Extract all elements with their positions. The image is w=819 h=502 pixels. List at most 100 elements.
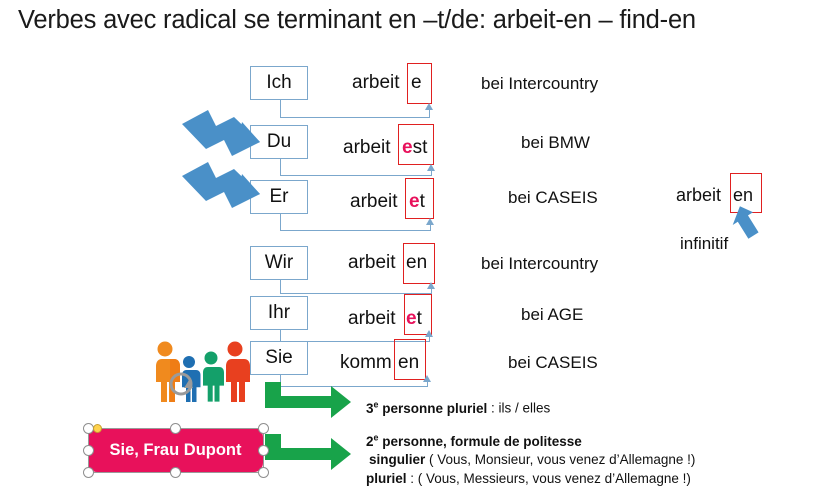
resize-handle-bottom-center[interactable] — [170, 466, 181, 478]
ending-highlight: e — [406, 308, 417, 329]
verb-stem-row2: arbeit — [343, 137, 391, 158]
note-2-exponent: e — [373, 432, 379, 442]
note-singulier: singulier ( Vous, Monsieur, vous venez d… — [369, 453, 695, 467]
connector-row3-arrow — [426, 218, 434, 225]
connector-row5-h — [280, 341, 430, 343]
blue-bent-arrow-icon-bottom — [182, 162, 260, 208]
note-3-exponent: e — [373, 399, 379, 409]
connector-row3-v2 — [430, 224, 432, 231]
blue-bent-arrow-icon-top — [182, 110, 260, 156]
connector-row1-v1 — [280, 100, 282, 118]
infinitive-arrow-icon — [732, 206, 759, 239]
ending-box-row1 — [407, 63, 432, 104]
ending-highlight: e — [402, 137, 413, 158]
pronoun-box-ihr[interactable]: Ihr — [250, 296, 308, 330]
family-group-icon — [156, 341, 250, 402]
connector-row5-v1 — [280, 330, 282, 342]
ending-box-row3 — [405, 178, 434, 219]
ending-tail: t — [416, 308, 422, 329]
connector-row1-v2 — [429, 108, 431, 118]
selected-shape-sie-frau-dupont[interactable]: Sie, Frau Dupont — [88, 428, 263, 472]
adjust-handle[interactable] — [93, 424, 102, 433]
resize-handle-top-right[interactable] — [257, 422, 269, 434]
selected-shape-label: Sie, Frau Dupont — [109, 440, 242, 459]
pronoun-label: Du — [266, 131, 292, 152]
connector-row1-arrow — [425, 103, 433, 110]
connector-row4-arrow — [427, 282, 435, 289]
infinitive-ending: en — [733, 185, 754, 205]
verb-stem-row4: arbeit — [348, 252, 396, 273]
connector-row3-v1 — [280, 214, 282, 231]
note-2-bold: personne, formule de politesse — [378, 433, 582, 449]
connector-row4-v2 — [431, 288, 433, 294]
pronoun-box-ich[interactable]: Ich — [250, 66, 308, 100]
connector-row6-v1 — [280, 375, 282, 387]
ending-text-row1: e — [411, 72, 422, 94]
ending-box-row4 — [403, 243, 435, 284]
page-title: Verbes avec radical se terminant en –t/d… — [18, 6, 696, 34]
ending-plain: en — [406, 252, 428, 273]
ending-text-row5: et — [406, 308, 422, 330]
connector-row6-arrow — [423, 375, 431, 382]
note-3-bold: personne pluriel — [378, 400, 488, 416]
ending-highlight: e — [409, 191, 420, 212]
verb-stem-row5: arbeit — [348, 308, 396, 329]
green-bent-arrow-icon-bottom — [265, 434, 351, 470]
note-pluriel-bold: pluriel — [366, 471, 407, 486]
green-bent-arrow-icon-top — [265, 382, 351, 418]
connector-row6-h — [280, 386, 428, 388]
infinitive-stem: arbeit — [676, 185, 722, 205]
company-label-row6: bei CASEIS — [508, 353, 598, 372]
pronoun-box-sie[interactable]: Sie — [250, 341, 308, 375]
ending-plain: en — [398, 352, 420, 373]
ending-box-row5 — [404, 294, 432, 335]
ending-tail: st — [412, 137, 428, 158]
ending-text-row4: en — [406, 252, 427, 274]
note-singulier-rest: ( Vous, Monsieur, vous venez d’Allemagne… — [425, 452, 696, 467]
connector-row2-h — [280, 175, 432, 177]
ending-text-row6: en — [398, 352, 419, 374]
connector-row2-v1 — [280, 159, 282, 176]
company-label-row3: bei CASEIS — [508, 188, 598, 207]
note-3-ordinal: 3 — [366, 400, 374, 416]
resize-handle-bottom-left[interactable] — [82, 466, 94, 478]
note-third-person: 3e personne pluriel : ils / elles — [366, 400, 550, 415]
connector-row4-h — [280, 293, 432, 295]
connector-row4-v1 — [280, 280, 282, 294]
note-pluriel-rest: : ( Vous, Messieurs, vous venez d’Allema… — [406, 471, 691, 486]
ending-tail: t — [419, 191, 425, 212]
note-2-ordinal: 2 — [366, 433, 374, 449]
pronoun-label: Er — [269, 186, 289, 207]
pronoun-label: Ich — [266, 72, 292, 93]
connector-row1-h — [280, 117, 430, 119]
ending-text-row3: et — [409, 191, 425, 213]
resize-handle-middle-right[interactable] — [257, 444, 269, 456]
pronoun-label: Sie — [265, 347, 293, 368]
note-3-rest: : ils / elles — [487, 400, 551, 416]
note-singulier-bold: singulier — [369, 452, 426, 467]
pronoun-label: Ihr — [267, 302, 291, 323]
verb-stem-row6: komm — [340, 352, 392, 373]
verb-stem-row3: arbeit — [350, 191, 398, 212]
resize-handle-middle-left[interactable] — [82, 444, 94, 456]
ending-plain: e — [411, 72, 422, 93]
company-label-row1: bei Intercountry — [481, 74, 599, 93]
connector-row6-v2 — [427, 381, 429, 386]
connector-row2-v2 — [431, 170, 433, 176]
note-pluriel: pluriel : ( Vous, Messieurs, vous venez … — [366, 472, 691, 486]
resize-handle-bottom-right[interactable] — [257, 466, 269, 478]
company-label-row2: bei BMW — [521, 133, 590, 152]
infinitive-label: infinitif — [680, 234, 729, 253]
pronoun-box-wir[interactable]: Wir — [250, 246, 308, 280]
connector-row5-v2 — [429, 336, 431, 341]
resize-handle-top-center[interactable] — [170, 422, 181, 434]
ending-box-row2 — [398, 124, 434, 165]
ending-text-row2: est — [402, 137, 427, 159]
company-label-row5: bei AGE — [521, 305, 584, 324]
company-label-row4: bei Intercountry — [481, 254, 599, 273]
resize-handle-top-left[interactable] — [82, 422, 94, 434]
note-second-person-heading: 2e personne, formule de politesse — [366, 433, 582, 448]
pronoun-label: Wir — [264, 252, 294, 273]
connector-row5-arrow — [425, 330, 433, 337]
connector-row2-arrow — [427, 164, 435, 171]
